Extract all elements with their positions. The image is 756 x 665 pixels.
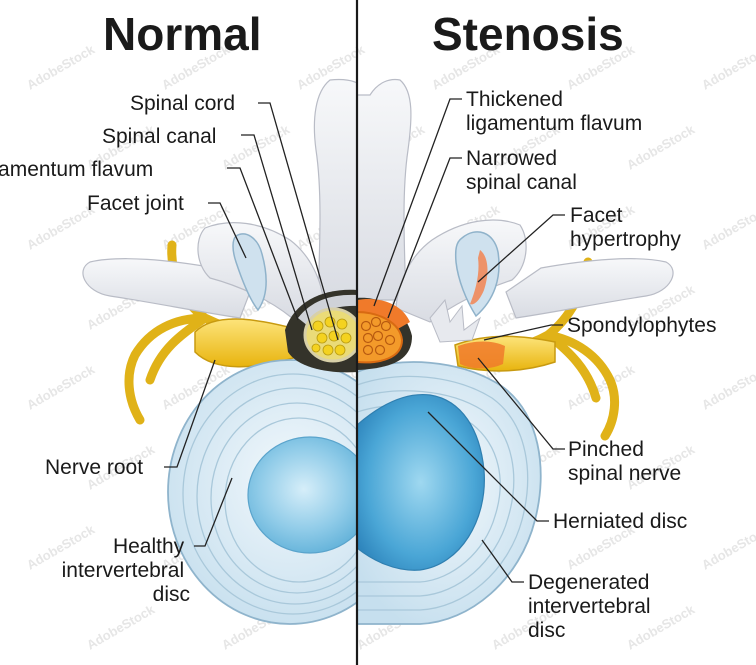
facet-hypertrophy — [456, 232, 499, 316]
label-pinched-nerve-line2: spinal nerve — [568, 462, 681, 485]
watermark-text: AdobeStock — [219, 121, 293, 172]
nucleus-pulposus-left — [248, 437, 372, 553]
label-narrowed-canal: Narrowed spinal canal — [466, 147, 577, 194]
title-normal: Normal — [103, 8, 261, 60]
label-degenerated-disc-line1: Degenerated — [528, 571, 649, 594]
label-healthy-disc-line3: disc — [153, 583, 190, 606]
label-spinal-cord: Spinal cord — [130, 92, 235, 115]
title-stenosis: Stenosis — [432, 8, 624, 60]
watermark-text: AdobeStock — [699, 521, 756, 572]
watermark-text: AdobeStock — [24, 41, 98, 92]
watermark-text: AdobeStock — [24, 361, 98, 412]
label-facet-hypertrophy-line2: hypertrophy — [570, 228, 681, 251]
label-facet-joint: Facet joint — [87, 192, 184, 215]
label-healthy-disc-line2: intervertebral — [62, 559, 185, 582]
label-degenerated-disc-line3: disc — [528, 619, 565, 642]
label-spinal-canal: Spinal canal — [102, 125, 216, 148]
label-narrowed-canal-line1: Narrowed — [466, 147, 557, 170]
spinous-process-right — [357, 80, 411, 300]
cord-fascicles-left — [312, 317, 351, 355]
label-pinched-nerve-line1: Pinched — [568, 438, 644, 461]
label-healthy-disc-line1: Healthy — [113, 535, 185, 558]
watermark-text: AdobeStock — [699, 201, 756, 252]
label-ligamentum-flavum: Ligamentum flavum — [0, 158, 153, 181]
label-thickened-lf: Thickened ligamentum flavum — [466, 88, 642, 135]
label-degenerated-disc-line2: intervertebral — [528, 595, 651, 618]
label-thickened-lf-line2: ligamentum flavum — [466, 112, 642, 135]
watermark-text: AdobeStock — [84, 601, 158, 652]
label-nerve-root: Nerve root — [45, 456, 143, 479]
label-herniated-disc: Herniated disc — [553, 510, 687, 533]
label-thickened-lf-line1: Thickened — [466, 88, 563, 111]
pinched-nerve-inflamed — [458, 342, 505, 369]
label-facet-hypertrophy: Facet hypertrophy — [570, 204, 681, 251]
label-facet-hypertrophy-line1: Facet — [570, 204, 623, 227]
label-narrowed-canal-line2: spinal canal — [466, 171, 577, 194]
label-healthy-disc: Healthy intervertebral disc — [62, 535, 190, 606]
label-spondylophytes: Spondylophytes — [567, 314, 716, 337]
watermark-text: AdobeStock — [699, 41, 756, 92]
watermark-text: AdobeStock — [699, 361, 756, 412]
label-pinched-nerve: Pinched spinal nerve — [568, 438, 681, 485]
